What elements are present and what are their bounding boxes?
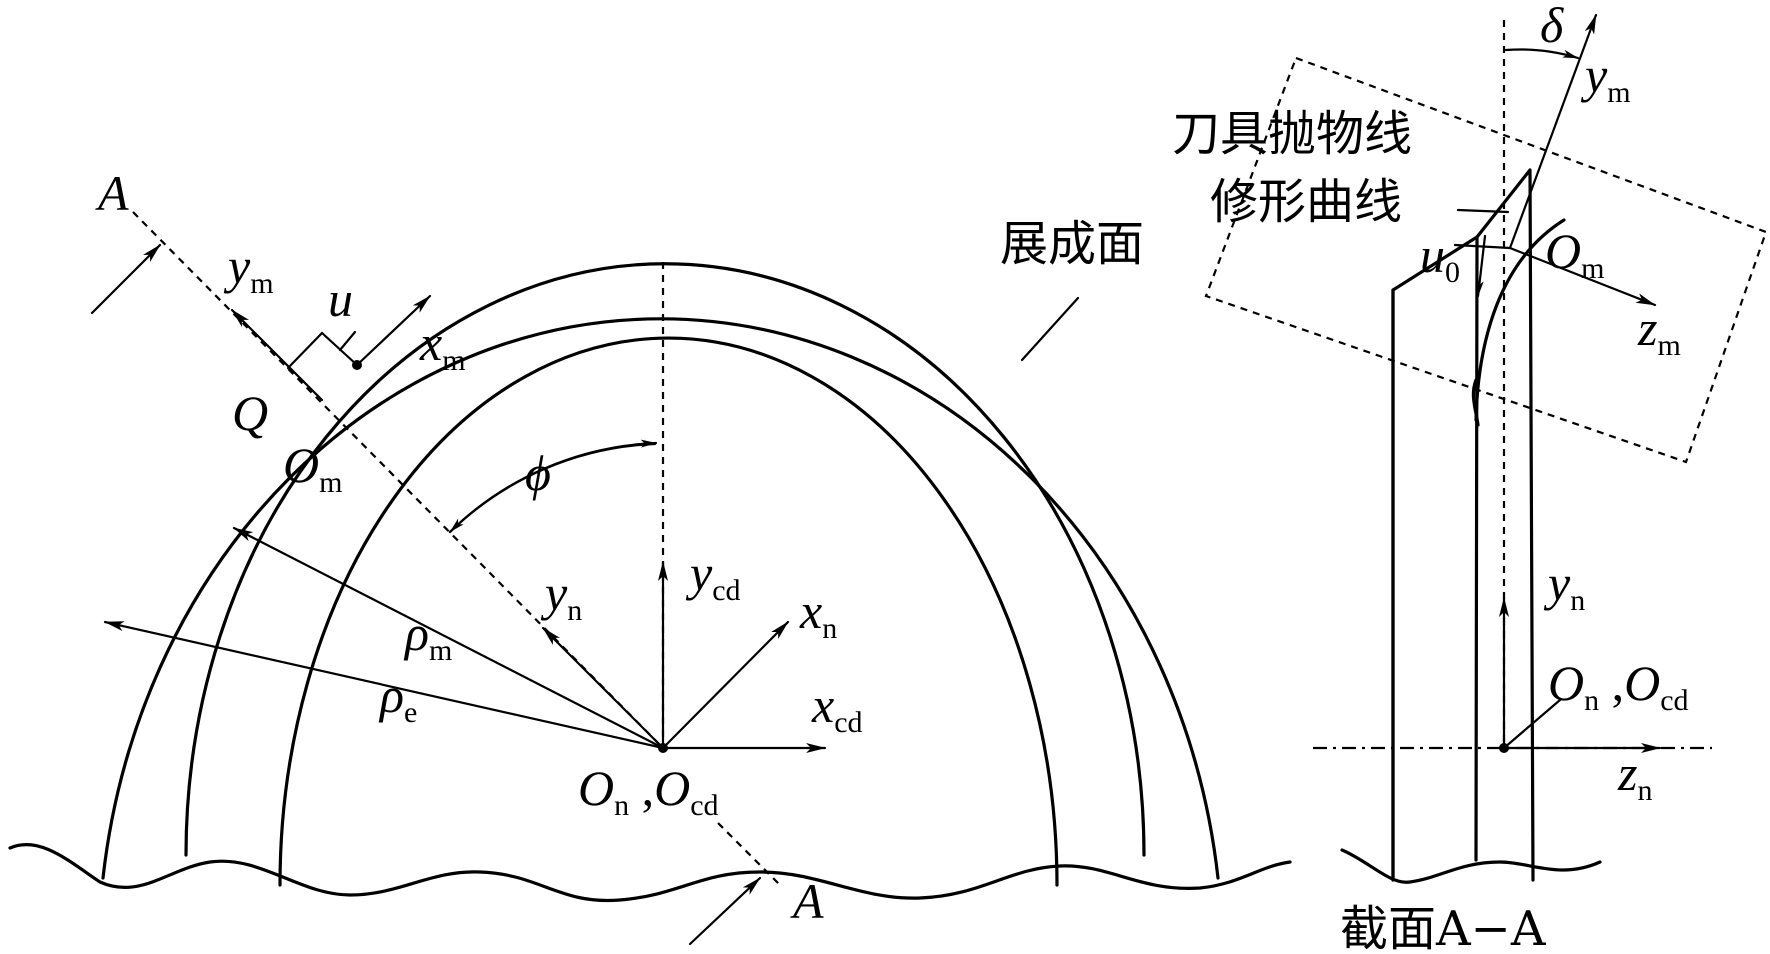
label-zn: zn (1617, 745, 1652, 807)
label-Om-left: Om (283, 437, 342, 499)
label-rho-m: ρm (403, 605, 452, 667)
axis-zm (1508, 246, 1657, 307)
radius-rho-m (232, 526, 665, 750)
label-zm: zm (1637, 300, 1681, 362)
label-ym-right: ym (1580, 47, 1631, 109)
u0-ext-1 (1453, 243, 1512, 250)
section-line-lower (717, 822, 781, 886)
label-ym-left: ym (223, 238, 274, 300)
axis-ym-right (1508, 13, 1598, 250)
label-phi: ϕ (525, 445, 551, 501)
label-ycd: ycd (685, 545, 741, 607)
label-u0: u0 (1420, 227, 1460, 289)
tool-leader (1456, 208, 1510, 214)
label-On-Ocd-right: On ,Ocd (1548, 655, 1689, 717)
section-arrow-top (90, 243, 162, 315)
phi-arc-start (448, 439, 658, 534)
parabolic-curve-lower (1471, 378, 1480, 427)
section-arrow-bottom (688, 876, 762, 946)
outer-arc (101, 317, 1220, 880)
break-line (8, 843, 1292, 903)
axis-yn (541, 626, 665, 750)
label-A-bottom: A (790, 873, 824, 929)
gear-rim (8, 262, 1292, 903)
origin-leader-right (1502, 698, 1562, 750)
middle-arc (184, 262, 1146, 857)
label-Om-right: Om (1545, 223, 1604, 285)
delta-arc (1504, 48, 1580, 60)
tooth-flank (1474, 235, 1479, 862)
radius-rho-e (103, 620, 665, 750)
u-tick (338, 330, 357, 352)
break-line-right (1340, 848, 1602, 884)
label-section-AA: 截面A−A (1340, 901, 1547, 954)
tool-frame-box (1204, 56, 1768, 464)
label-delta: δ (1540, 0, 1564, 53)
inner-arc (278, 336, 1059, 887)
axis-ym-left (230, 308, 324, 402)
label-yn-left: yn (540, 565, 582, 627)
label-xcd: xcd (811, 677, 863, 739)
label-A-top: A (95, 165, 129, 221)
label-On-Ocd-left: On ,Ocd (578, 760, 719, 822)
phi-arc (448, 442, 657, 534)
label-generating-surface: 展成面 (1000, 216, 1144, 272)
label-xm-left: xm (419, 315, 466, 377)
generating-leader (1020, 296, 1080, 362)
axis-xm-left (355, 294, 432, 367)
label-rho-e: ρe (378, 667, 417, 729)
label-tool-curve-line1: 刀具抛物线 (1172, 106, 1412, 162)
u0-dimension (1475, 234, 1487, 298)
label-tool-curve-line2: 修形曲线 (1210, 174, 1402, 230)
offset-u-bracket (286, 331, 359, 370)
axis-xn (661, 620, 790, 750)
section-view (1340, 168, 1602, 884)
label-xn: xn (799, 583, 837, 645)
label-u: u (328, 271, 353, 327)
label-Q: Q (232, 385, 268, 441)
label-yn-right: yn (1543, 555, 1585, 617)
